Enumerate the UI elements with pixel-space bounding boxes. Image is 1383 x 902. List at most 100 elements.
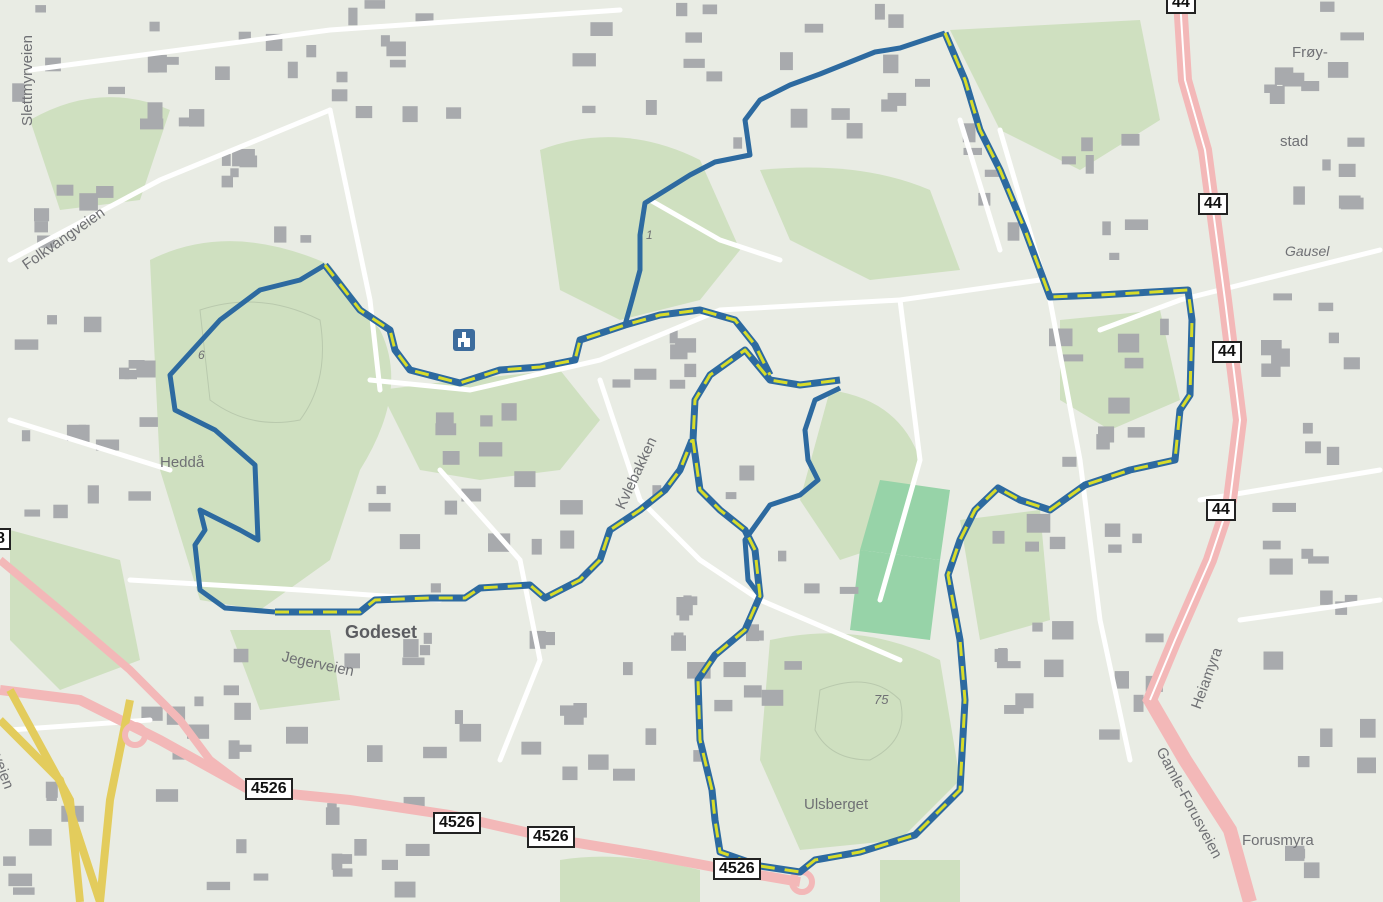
- building: [478, 442, 503, 457]
- building: [389, 59, 406, 68]
- building: [1104, 523, 1121, 537]
- road-4526: [0, 685, 801, 887]
- building: [444, 500, 458, 515]
- building: [354, 839, 367, 856]
- building: [1293, 186, 1305, 205]
- building: [1360, 718, 1376, 738]
- building: [1049, 328, 1073, 347]
- building: [53, 504, 68, 519]
- building: [723, 662, 746, 678]
- building: [1124, 219, 1149, 230]
- building: [215, 66, 230, 80]
- building: [234, 702, 251, 720]
- building: [344, 653, 360, 669]
- building: [399, 534, 421, 550]
- building: [230, 168, 239, 178]
- building: [355, 106, 373, 119]
- route-solid-segment-center: [742, 385, 842, 598]
- building: [1026, 513, 1051, 533]
- building: [415, 13, 434, 22]
- building: [1117, 333, 1140, 353]
- building: [1269, 86, 1285, 104]
- building: [12, 83, 25, 102]
- building: [874, 3, 885, 20]
- building: [47, 315, 57, 325]
- building: [155, 789, 179, 802]
- building: [1347, 137, 1365, 147]
- building: [562, 766, 578, 781]
- building: [613, 768, 635, 781]
- road-link: [0, 556, 253, 794]
- building: [521, 741, 542, 755]
- building: [1343, 357, 1360, 370]
- building: [253, 873, 269, 881]
- road-shield-44: 44: [1206, 499, 1236, 521]
- building: [1102, 221, 1111, 236]
- building: [423, 632, 432, 644]
- building: [514, 471, 536, 488]
- building: [380, 35, 390, 47]
- building: [46, 786, 57, 801]
- building: [1327, 62, 1349, 78]
- elevation-label: 6: [198, 348, 205, 362]
- building: [14, 339, 39, 350]
- building: [3, 856, 16, 866]
- building: [963, 147, 982, 155]
- building: [435, 423, 457, 436]
- church-icon[interactable]: [453, 329, 475, 351]
- building: [652, 485, 662, 497]
- road-shield-4526: 4526: [245, 778, 293, 800]
- building: [1301, 81, 1320, 92]
- building: [221, 175, 233, 188]
- building: [480, 415, 493, 427]
- building: [402, 106, 418, 123]
- building: [1357, 757, 1376, 774]
- building: [1015, 693, 1034, 709]
- building: [582, 105, 596, 114]
- building: [1044, 659, 1064, 678]
- building: [725, 492, 737, 500]
- building: [992, 530, 1005, 544]
- building: [915, 78, 930, 87]
- building: [206, 881, 231, 891]
- building: [706, 71, 723, 82]
- building: [693, 750, 707, 762]
- building: [1262, 540, 1281, 550]
- building: [423, 746, 447, 759]
- building: [1160, 318, 1169, 336]
- building: [784, 661, 802, 670]
- building: [1081, 137, 1093, 152]
- building: [881, 99, 898, 112]
- building: [572, 53, 596, 67]
- building: [8, 873, 33, 887]
- building: [1340, 197, 1364, 210]
- building: [332, 868, 353, 877]
- building: [994, 648, 1008, 662]
- building: [1282, 72, 1305, 87]
- building: [685, 32, 702, 43]
- building: [1322, 159, 1331, 171]
- building: [1318, 302, 1334, 312]
- building: [300, 235, 312, 243]
- building: [87, 485, 99, 504]
- building: [95, 439, 120, 451]
- building: [1132, 533, 1142, 544]
- building: [139, 417, 158, 427]
- label-ulsberget: Ulsberget: [804, 796, 869, 813]
- building: [34, 208, 50, 222]
- building: [29, 829, 52, 846]
- building: [669, 330, 678, 344]
- building: [232, 149, 255, 167]
- building: [34, 221, 48, 233]
- building: [1328, 332, 1339, 344]
- road-shield-44: 44: [1166, 0, 1196, 14]
- building: [590, 22, 613, 36]
- route-solid-segment-north: [622, 30, 946, 326]
- building: [394, 881, 416, 898]
- building: [996, 661, 1021, 669]
- building: [1288, 848, 1306, 859]
- building: [1272, 502, 1296, 512]
- building: [1302, 422, 1313, 434]
- building: [702, 4, 718, 15]
